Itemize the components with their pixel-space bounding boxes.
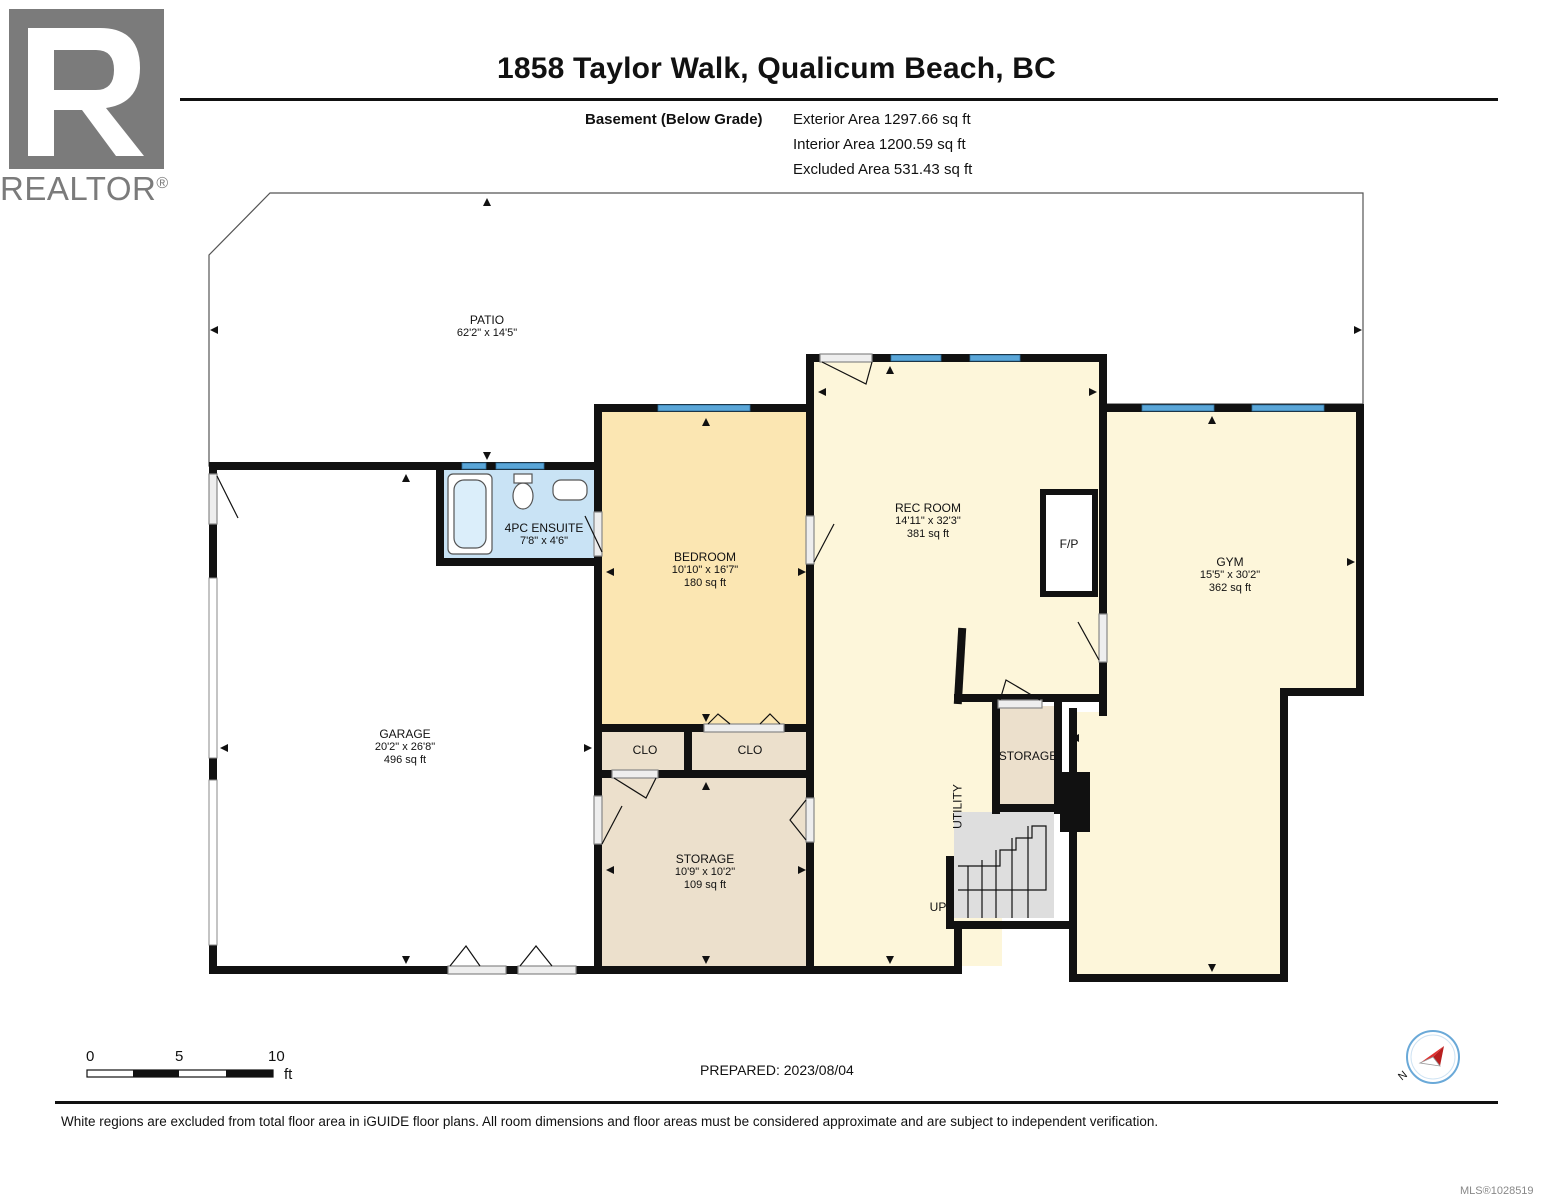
- mls-number: MLS®1028519: [1460, 1185, 1534, 1197]
- room-garage-area: 496 sq ft: [383, 754, 427, 766]
- room-patio-name: PATIO: [469, 313, 505, 327]
- scale-tick-5: 5: [175, 1048, 184, 1065]
- room-bedroom-area: 180 sq ft: [683, 577, 727, 589]
- hearth: [1060, 772, 1090, 832]
- excluded-area: Excluded Area 531.43 sq ft: [793, 161, 973, 178]
- room-storage-name: STORAGE: [675, 852, 735, 866]
- room-clo-1-name: CLO: [632, 743, 658, 757]
- room-storage-area: 109 sq ft: [683, 879, 727, 891]
- room-bedroom: BEDROOM 10'10" x 16'7" 180 sq ft: [645, 551, 765, 590]
- room-utility: UTILITY: [950, 777, 965, 837]
- room-fireplace: F/P: [1046, 538, 1092, 551]
- stairs-up: UP: [918, 901, 958, 914]
- realtor-logo[interactable]: REALTOR®: [0, 8, 183, 208]
- doors: [208, 353, 1108, 975]
- scale-tick-0: 0: [86, 1048, 95, 1065]
- room-rec-room-dims: 14'11" x 32'3": [895, 515, 961, 527]
- fireplace-box: [1040, 489, 1098, 597]
- realtor-r-mark: [9, 9, 164, 169]
- compass: N: [1396, 1026, 1466, 1088]
- room-rec-room: REC ROOM 14'11" x 32'3" 381 sq ft: [868, 502, 988, 541]
- room-small-storage-name: STORAGE: [998, 749, 1058, 763]
- room-storage: STORAGE 10'9" x 10'2" 109 sq ft: [645, 853, 765, 892]
- room-patio-dims: 62'2" x 14'5": [456, 327, 518, 339]
- garage-side-opening-2: [208, 779, 218, 946]
- gym-fill: [1075, 408, 1360, 975]
- storage-fill: [602, 776, 808, 966]
- footer-divider: [55, 1101, 1498, 1104]
- room-ensuite: 4PC ENSUITE 7'8" x 4'6": [494, 522, 594, 548]
- room-garage: GARAGE 20'2" x 26'8" 496 sq ft: [345, 728, 465, 767]
- room-clo-2: CLO: [710, 744, 790, 757]
- title-divider: [180, 98, 1498, 101]
- exterior-area: Exterior Area 1297.66 sq ft: [793, 111, 971, 128]
- realtor-wordmark: REALTOR®: [0, 170, 169, 207]
- dimension-arrows: [210, 198, 1362, 972]
- room-small-storage: STORAGE: [996, 750, 1060, 763]
- room-ensuite-dims: 7'8" x 4'6": [519, 535, 569, 547]
- room-bedroom-name: BEDROOM: [673, 550, 736, 564]
- scale-bar: [86, 1069, 274, 1078]
- clo2-fill: [690, 732, 806, 772]
- room-gym-area: 362 sq ft: [1208, 582, 1252, 594]
- room-utility-name: UTILITY: [950, 784, 965, 829]
- small-storage-fill: [1000, 706, 1056, 806]
- stairs-up-label: UP: [929, 900, 947, 914]
- clo1-fill: [602, 732, 686, 772]
- room-patio: PATIO 62'2" x 14'5": [427, 314, 547, 340]
- room-gym: GYM 15'5" x 30'2" 362 sq ft: [1170, 556, 1290, 595]
- disclaimer-text: White regions are excluded from total fl…: [61, 1114, 1159, 1129]
- room-gym-name: GYM: [1216, 555, 1244, 569]
- bedroom-fill: [602, 412, 808, 728]
- garage-side-opening: [208, 577, 218, 759]
- room-bedroom-dims: 10'10" x 16'7": [671, 564, 739, 576]
- room-gym-dims: 15'5" x 30'2": [1199, 569, 1261, 581]
- room-fireplace-name: F/P: [1059, 537, 1079, 551]
- prepared-date: PREPARED: 2023/08/04: [700, 1062, 854, 1078]
- scale-unit: ft: [284, 1066, 293, 1083]
- room-storage-dims: 10'9" x 10'2": [674, 866, 736, 878]
- room-garage-dims: 20'2" x 26'8": [374, 741, 436, 753]
- stairs-fill: [954, 812, 1054, 918]
- room-rec-room-name: REC ROOM: [895, 501, 961, 515]
- ensuite-fixtures: [447, 473, 588, 555]
- compass-icon: [1406, 1030, 1460, 1084]
- room-clo-2-name: CLO: [737, 743, 763, 757]
- interior-area: Interior Area 1200.59 sq ft: [793, 136, 966, 153]
- windows: [461, 354, 1325, 470]
- room-ensuite-name: 4PC ENSUITE: [504, 521, 584, 535]
- scale-tick-10: 10: [268, 1048, 285, 1065]
- level-name: Basement (Below Grade): [585, 111, 763, 128]
- room-clo-1: CLO: [605, 744, 685, 757]
- page-title: 1858 Taylor Walk, Qualicum Beach, BC: [496, 52, 1057, 85]
- room-rec-room-area: 381 sq ft: [906, 528, 950, 540]
- stair-treads: [958, 825, 1047, 918]
- room-garage-name: GARAGE: [379, 727, 431, 741]
